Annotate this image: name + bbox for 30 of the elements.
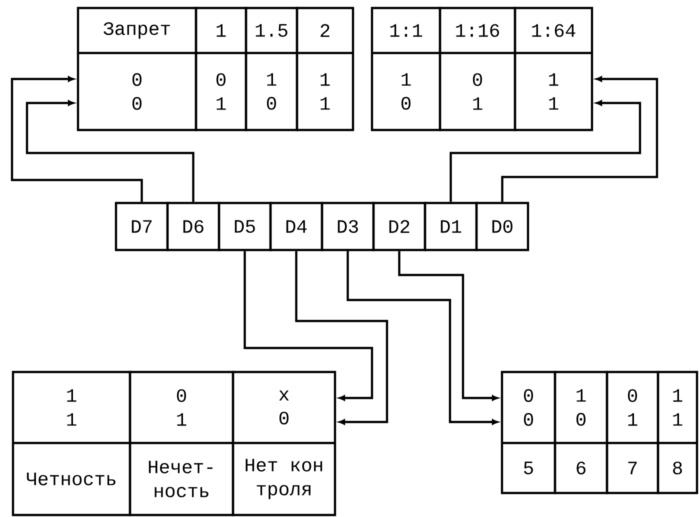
arrow — [501, 76, 658, 202]
register-bit-box: D5 — [218, 202, 272, 252]
table-column: 1 0 1 — [194, 6, 248, 132]
register-bit-box: D1 — [424, 202, 478, 252]
arrow — [26, 100, 194, 202]
register-bit-box: D0 — [475, 202, 530, 252]
table-column: 1:16 0 1 — [438, 6, 516, 132]
table-column: 0 1 7 — [606, 370, 660, 494]
register-bit-box: D7 — [114, 202, 169, 252]
table-column: 1 1 8 — [656, 370, 698, 494]
arrow — [398, 251, 498, 401]
table-column: 2 1 1 — [296, 6, 354, 132]
register-bit-box: D4 — [269, 202, 324, 252]
table-column: 1:1 1 0 — [370, 6, 442, 132]
table-column: x 0 Нет кон троля — [232, 370, 336, 516]
arrow — [295, 251, 388, 425]
register-bit-box: D2 — [372, 202, 426, 252]
arrow — [244, 251, 374, 401]
register-bit-box: D3 — [320, 202, 375, 252]
table-column: 1.5 1 0 — [244, 6, 298, 132]
arrow — [10, 76, 143, 202]
table-column: Запрет 0 0 — [76, 6, 198, 132]
table-column: 1 1 Четность — [12, 370, 132, 516]
table-column: 0 1 Нечет- ность — [128, 370, 234, 516]
register-bit-box: D6 — [166, 202, 220, 252]
table-column: 0 0 5 — [500, 370, 556, 494]
table-column: 1 0 6 — [554, 370, 608, 494]
arrow — [450, 100, 642, 202]
table-column: 1:64 1 1 — [514, 6, 594, 132]
arrow — [346, 251, 498, 425]
